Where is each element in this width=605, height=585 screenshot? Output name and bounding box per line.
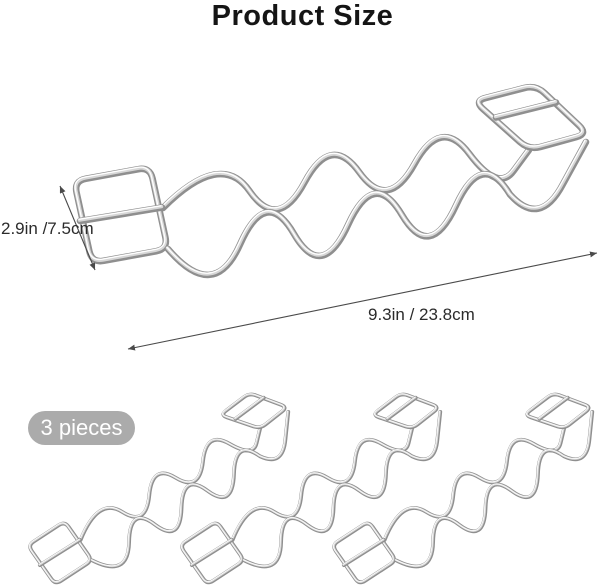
height-dimension-label: 2.9in /7.5cm [1, 219, 94, 238]
product-image-piece-3 [311, 382, 605, 585]
pieces-count-badge: 3 pieces [28, 411, 135, 445]
height-dimension-line [59, 185, 96, 271]
length-dimension-line [127, 251, 598, 351]
page-title: Product Size [211, 0, 394, 32]
length-dimension-label: 9.3in / 23.8cm [368, 305, 475, 324]
product-image-main [75, 85, 586, 274]
product-image-piece-2 [159, 382, 469, 585]
